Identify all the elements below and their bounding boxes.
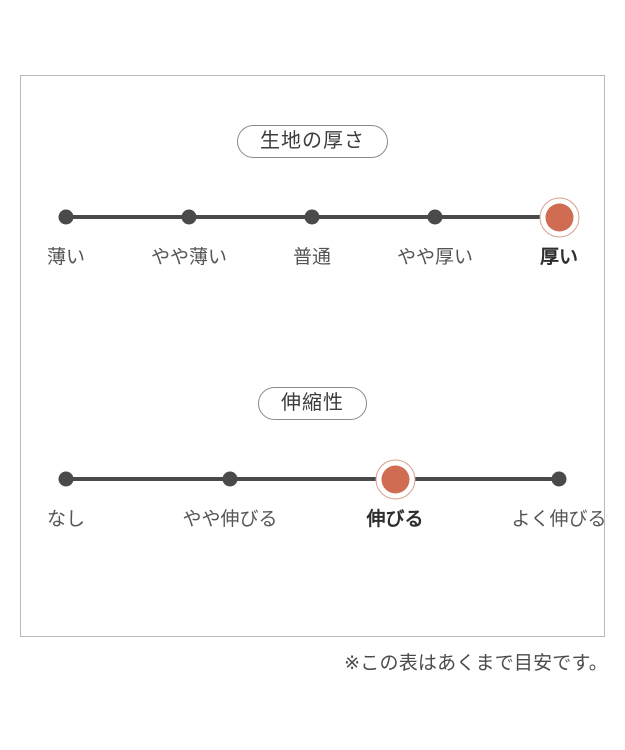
stretch-dots xyxy=(21,457,604,501)
scale-block-thickness: 生地の厚さ 薄い やや薄い 普通 やや厚い 厚い xyxy=(21,124,604,275)
stretch-dot-0[interactable] xyxy=(58,471,74,487)
thickness-label-1: やや薄い xyxy=(150,247,228,268)
thickness-label-3: やや厚い xyxy=(396,247,474,268)
stretch-track-line xyxy=(66,477,559,481)
stretch-label-1: やや伸びる xyxy=(182,509,278,530)
stretch-selected-core xyxy=(381,465,409,493)
stretch-label-3: よく伸びる xyxy=(511,509,607,530)
stretch-label-0: なし xyxy=(46,509,86,530)
thickness-title-pill: 生地の厚さ xyxy=(237,124,388,158)
scale-block-stretch: 伸縮性 なし やや伸びる 伸びる よく伸びる xyxy=(21,386,607,537)
thickness-dot-4-selected[interactable] xyxy=(539,197,579,237)
stretch-title-row: 伸縮性 xyxy=(21,386,604,420)
thickness-track xyxy=(21,195,604,239)
thickness-title-row: 生地の厚さ xyxy=(21,124,604,158)
thickness-label-0: 薄い xyxy=(46,247,86,268)
stretch-track xyxy=(21,457,604,501)
stretch-dot-1[interactable] xyxy=(222,471,238,487)
footnote-text: ※この表はあくまで目安です。 xyxy=(344,653,608,674)
stretch-title-pill: 伸縮性 xyxy=(258,386,367,420)
thickness-dot-3[interactable] xyxy=(427,209,443,225)
thickness-dot-2[interactable] xyxy=(304,209,320,225)
thickness-dot-1[interactable] xyxy=(181,209,197,225)
thickness-label-4: 厚い xyxy=(539,247,579,268)
fabric-spec-panel: 生地の厚さ 薄い やや薄い 普通 やや厚い 厚い 伸縮性 xyxy=(20,75,607,637)
thickness-dot-0[interactable] xyxy=(58,209,74,225)
stretch-dot-2-selected[interactable] xyxy=(375,459,415,499)
thickness-dots xyxy=(21,195,604,239)
thickness-labels: 薄い やや薄い 普通 やや厚い 厚い xyxy=(21,243,604,275)
stretch-labels: なし やや伸びる 伸びる よく伸びる xyxy=(21,505,607,537)
stretch-dot-3[interactable] xyxy=(551,471,567,487)
stretch-label-2: 伸びる xyxy=(366,509,424,530)
thickness-label-2: 普通 xyxy=(292,247,332,268)
thickness-selected-core xyxy=(545,203,573,231)
